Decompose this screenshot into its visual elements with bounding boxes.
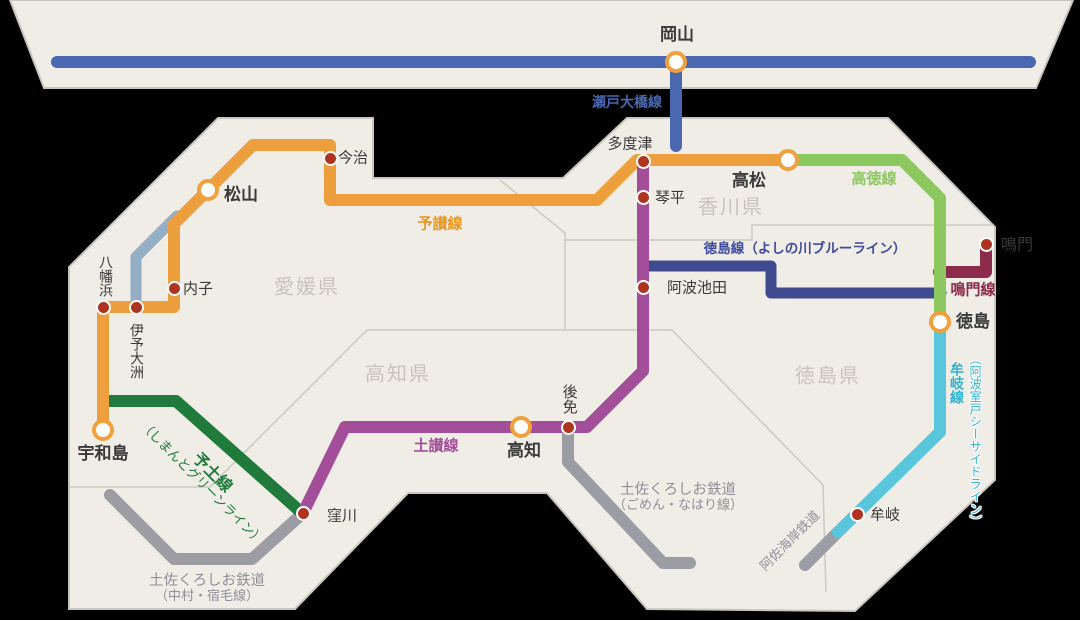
station-marker-kotohira bbox=[635, 189, 651, 205]
station-label-imabari: 今治 bbox=[337, 148, 369, 167]
station-label-matsuyama: 松山 bbox=[224, 185, 258, 206]
prefecture-label-kochi: 高知県 bbox=[365, 361, 431, 386]
honshu-landmass bbox=[8, 0, 1075, 89]
kuroshio-nakamura-subname: （中村・宿毛線） bbox=[154, 588, 259, 604]
prefecture-boundary-ehime-kochi bbox=[69, 329, 672, 488]
line-label-kotoku: 高徳線 bbox=[851, 169, 897, 188]
line-label-kuroshio-gomen-nahari: 土佐くろしお鉄道 （ごめん・なはり線） bbox=[613, 482, 743, 514]
station-marker-gomen bbox=[560, 419, 576, 435]
station-marker-takamatsu bbox=[777, 149, 799, 171]
kotoku-line bbox=[782, 154, 946, 328]
line-label-mugi: 牟岐線 bbox=[948, 362, 965, 404]
station-label-gomen: 後免 bbox=[560, 384, 579, 414]
prefecture-boundary-kagawa-south bbox=[565, 224, 994, 241]
kuroshio-gomen-name: 土佐くろしお鉄道 bbox=[619, 482, 736, 499]
station-marker-uwajima bbox=[92, 419, 114, 441]
asa-kaigan-line bbox=[799, 526, 844, 571]
station-label-tadotsu: 多度津 bbox=[607, 134, 653, 153]
yosan-coastal-line bbox=[130, 210, 183, 313]
kuroshio-gomen-subname: （ごめん・なはり線） bbox=[612, 497, 744, 513]
station-label-okayama: 岡山 bbox=[660, 25, 694, 46]
line-label-tokushima-line: 徳島線（よしの川ブルーライン） bbox=[703, 241, 907, 258]
station-marker-tadotsu bbox=[635, 153, 651, 169]
line-label-naruto-line: 鳴門線 bbox=[950, 280, 996, 299]
station-label-takamatsu: 高松 bbox=[732, 171, 766, 192]
line-label-dosan: 土讃線 bbox=[413, 436, 459, 455]
naruto-line bbox=[933, 238, 992, 278]
station-marker-yawatahama bbox=[95, 299, 111, 315]
station-label-naruto: 鳴門 bbox=[1000, 234, 1034, 254]
station-marker-uchiko bbox=[166, 280, 182, 296]
station-label-tokushima: 徳島 bbox=[956, 312, 990, 333]
line-label-mugi-sub: （阿波室戸シーサイドライン） bbox=[967, 352, 983, 528]
prefecture-label-ehime: 愛媛県 bbox=[274, 274, 340, 299]
prefecture-boundary-kochi-tokushima bbox=[671, 329, 827, 593]
station-marker-kubokawa bbox=[295, 505, 311, 521]
station-marker-tokushima bbox=[929, 311, 951, 333]
station-label-uwajima: 宇和島 bbox=[77, 444, 129, 465]
station-label-kotohira: 琴平 bbox=[654, 188, 686, 207]
dosan-line bbox=[297, 155, 649, 519]
station-marker-mugi bbox=[849, 506, 865, 522]
station-marker-awa-ikeda bbox=[635, 279, 651, 295]
station-marker-okayama bbox=[665, 51, 687, 73]
station-marker-naruto bbox=[978, 236, 994, 252]
tosa-kuroshio-gomen-nahari-line bbox=[562, 421, 696, 569]
station-marker-imabari bbox=[322, 150, 338, 166]
station-label-iyo-ozu: 伊予大洲 bbox=[128, 323, 145, 379]
station-label-yawatahama: 八幡浜 bbox=[97, 255, 114, 297]
line-label-seto-ohashi: 瀬戸大橋線 bbox=[592, 94, 662, 111]
station-label-uchiko: 内子 bbox=[182, 279, 214, 298]
station-label-awa-ikeda: 阿波池田 bbox=[666, 278, 728, 297]
tokushima-line bbox=[639, 260, 947, 299]
prefecture-label-kagawa: 香川県 bbox=[698, 194, 764, 219]
prefecture-label-tokushima: 徳島県 bbox=[795, 363, 861, 388]
shikoku-landmass bbox=[68, 117, 996, 613]
station-label-kubokawa: 窪川 bbox=[326, 506, 358, 525]
line-label-kuroshio-nakamura: 土佐くろしお鉄道 （中村・宿毛線） bbox=[149, 573, 265, 605]
station-marker-iyo-ozu bbox=[128, 299, 144, 315]
yodo-line bbox=[98, 395, 308, 519]
station-marker-matsuyama bbox=[197, 179, 219, 201]
tosa-kuroshio-nakamura-line bbox=[104, 489, 308, 565]
line-label-yosan: 予讃線 bbox=[417, 214, 463, 233]
station-label-kochi: 高知 bbox=[507, 441, 541, 462]
station-label-mugi: 牟岐 bbox=[869, 505, 901, 524]
mugi-line bbox=[832, 316, 946, 538]
station-marker-kochi bbox=[510, 416, 532, 438]
kuroshio-nakamura-name: 土佐くろしお鉄道 bbox=[149, 573, 265, 590]
